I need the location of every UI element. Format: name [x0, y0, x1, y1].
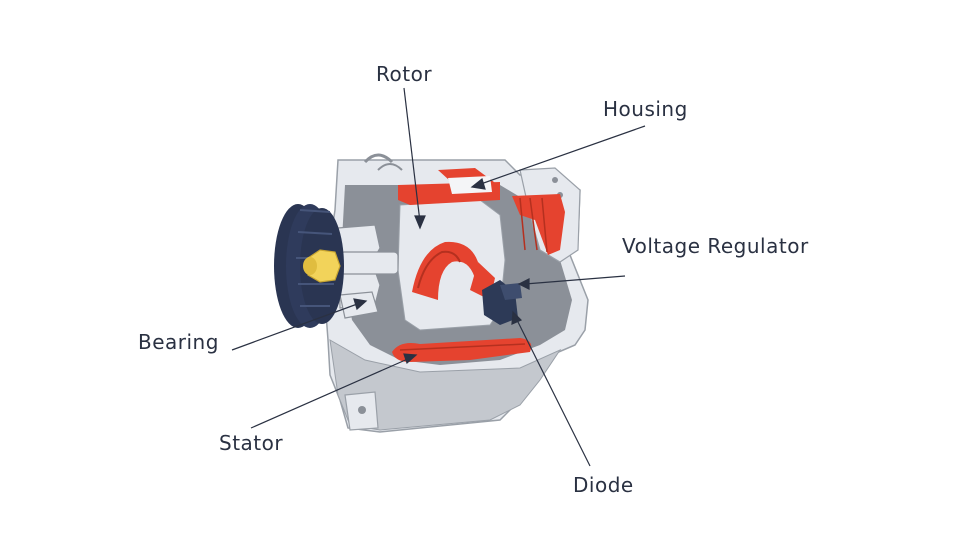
- label-housing: Housing: [603, 97, 688, 121]
- label-diode: Diode: [573, 473, 634, 497]
- label-rotor: Rotor: [376, 62, 433, 86]
- housing-leader: [477, 125, 646, 186]
- stator-leader: [250, 357, 411, 429]
- rotor-leader: [403, 87, 421, 223]
- bearing-arrow-icon: [353, 298, 368, 311]
- diode-leader: [515, 317, 591, 467]
- regulator-leader: [524, 275, 626, 285]
- bearing-leader: [231, 302, 361, 351]
- leader-lines: [231, 87, 646, 467]
- rotor-arrow-icon: [414, 215, 426, 230]
- housing-arrow-icon: [470, 177, 486, 190]
- label-stator: Stator: [219, 431, 284, 455]
- label-voltage-regulator: Voltage Regulator: [622, 234, 809, 258]
- regulator-arrow-icon: [517, 278, 530, 290]
- stator-band: [392, 338, 532, 362]
- diode-arrow-icon: [511, 310, 523, 325]
- diode-block: [482, 280, 522, 325]
- label-bearing: Bearing: [138, 330, 219, 354]
- stator-arrow-icon: [403, 353, 418, 365]
- shaft-nut: [303, 249, 341, 283]
- bearing-assembly: [337, 224, 399, 319]
